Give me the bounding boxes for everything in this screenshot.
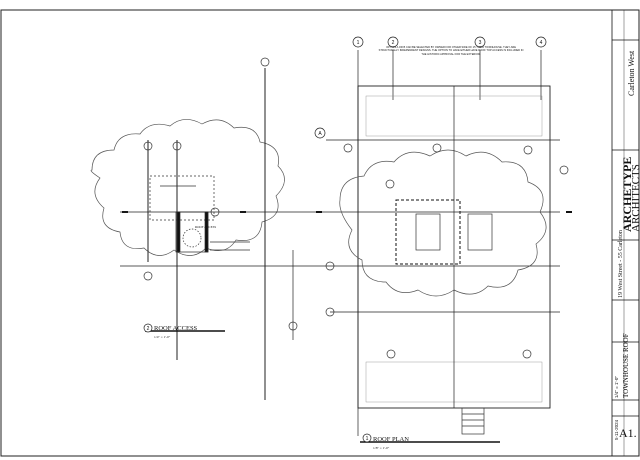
title-block-project-address: 19 West Street - 55 Carleton (618, 230, 624, 298)
option-note: OPTION A OR B CAN BE SELECTED BY OWNER F… (378, 46, 524, 56)
roof-access-post-left (176, 211, 181, 253)
side-marker-6 (432, 143, 442, 153)
entry-stair (461, 407, 485, 435)
title-block-firm-line2: ARCHITECTS (630, 164, 640, 232)
grid-bubble-2 (387, 36, 399, 48)
title-block-scale-note: 1/4" = 1'-0" (614, 376, 619, 398)
roof-access-title: ROOF ACCESS (154, 325, 198, 332)
side-marker-8 (386, 349, 396, 359)
revision-cloud-right (339, 149, 547, 297)
side-marker-4 (523, 145, 533, 155)
grid-bubble-2-label: 2 (392, 40, 395, 46)
section-marker-left-2 (143, 141, 153, 151)
grid-bubble-4 (535, 36, 547, 48)
grid-bubble-1-label: 1 (357, 40, 360, 46)
section-marker-left-3 (172, 141, 182, 151)
side-marker-1 (325, 261, 335, 271)
roof-plan-drawing (120, 50, 572, 443)
drawing-2-number: 2 (147, 326, 150, 332)
side-marker-9 (522, 349, 532, 359)
revision-cloud-left (90, 119, 285, 256)
row-bubble-a (314, 127, 326, 139)
option-note-container: OPTION A OR B CAN BE SELECTED BY OWNER F… (378, 46, 524, 56)
roof-access-post-right (204, 211, 209, 253)
hatch-a (415, 213, 441, 251)
grid-bubble-4-label: 4 (540, 40, 543, 46)
roof-access-scale: 1/4" = 1'-0" (154, 335, 171, 339)
sheet-border (0, 9, 640, 457)
side-marker-2 (325, 307, 335, 317)
side-marker-7 (385, 179, 395, 189)
title-block-sheet-title: TOWNHOUSE ROOF (622, 333, 630, 398)
roof-plan-scale: 1/8" = 1'-0" (373, 446, 390, 450)
side-marker-5 (343, 143, 353, 153)
drawing-number-bubble-1 (362, 433, 372, 443)
grid-bubbles (143, 36, 547, 443)
roof-access-outline (149, 175, 215, 221)
roof-access-tag: ROOF ACCESS (195, 225, 216, 229)
grid-bubble-3-label: 3 (479, 40, 482, 46)
grid-bubble-3 (474, 36, 486, 48)
roof-access-swing (182, 228, 202, 248)
row-bubble-a-label: A (318, 131, 322, 137)
grid-bubble-1 (352, 36, 364, 48)
roof-access-hatch (175, 211, 209, 253)
section-marker-left-1 (260, 57, 270, 67)
roof-hatch-dashed (395, 199, 461, 265)
roof-access-drawing (90, 57, 298, 400)
roof-plan-title: ROOF PLAN (373, 436, 409, 443)
title-block-sheet-number: A1. (619, 426, 637, 440)
side-marker-3 (559, 165, 569, 175)
title-block (611, 10, 639, 456)
drawing-1-number: 1 (366, 436, 369, 442)
title-block-client: Carleton West (627, 50, 636, 96)
drawing-number-bubble-2 (143, 323, 153, 333)
hatch-b (467, 213, 493, 251)
section-marker-left-5 (143, 271, 153, 281)
